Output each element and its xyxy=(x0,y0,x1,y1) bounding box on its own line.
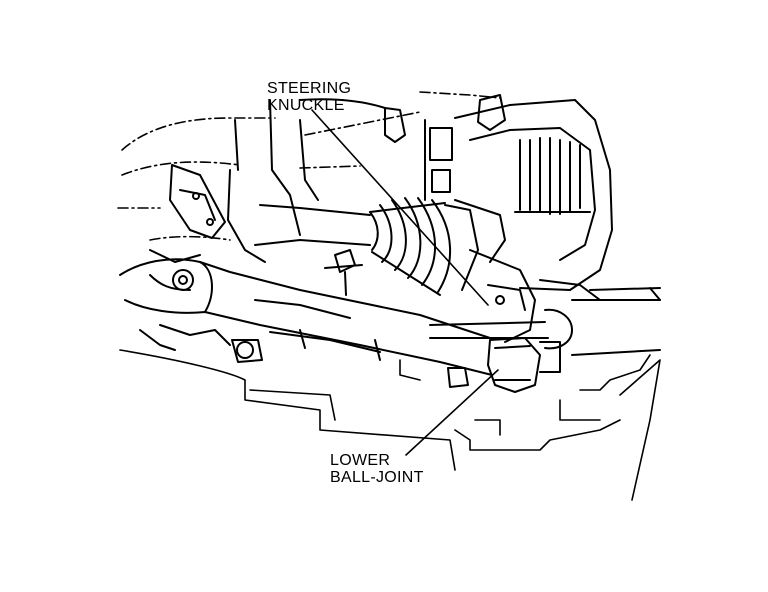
drive-shaft-cv-boot xyxy=(254,197,479,296)
steering-knuckle-label-line1: STEERING xyxy=(267,80,352,97)
stabilizer-link xyxy=(324,249,363,296)
steering-knuckle-leader xyxy=(311,109,489,306)
steering-knuckle-label: STEERING KNUCKLE xyxy=(267,80,351,114)
lower-ball-joint-label-line2: BALL-JOINT xyxy=(330,469,424,486)
lower-ball-joint xyxy=(447,337,561,393)
frame-bracket xyxy=(149,164,226,263)
lower-ball-joint-label-line1: LOWER xyxy=(330,452,391,469)
leader-lines xyxy=(311,109,499,456)
lower-ball-joint-label: LOWER BALL-JOINT xyxy=(330,452,424,486)
lower-ball-joint-leader xyxy=(405,369,499,456)
steering-knuckle-label-line2: KNUCKLE xyxy=(267,97,345,114)
crossmember-outline xyxy=(119,349,661,501)
tie-rod xyxy=(429,287,661,356)
lower-control-arm xyxy=(119,258,493,376)
strut-assembly xyxy=(227,98,406,263)
steering-knuckle xyxy=(469,249,601,343)
brake-caliper-hub xyxy=(424,94,613,291)
